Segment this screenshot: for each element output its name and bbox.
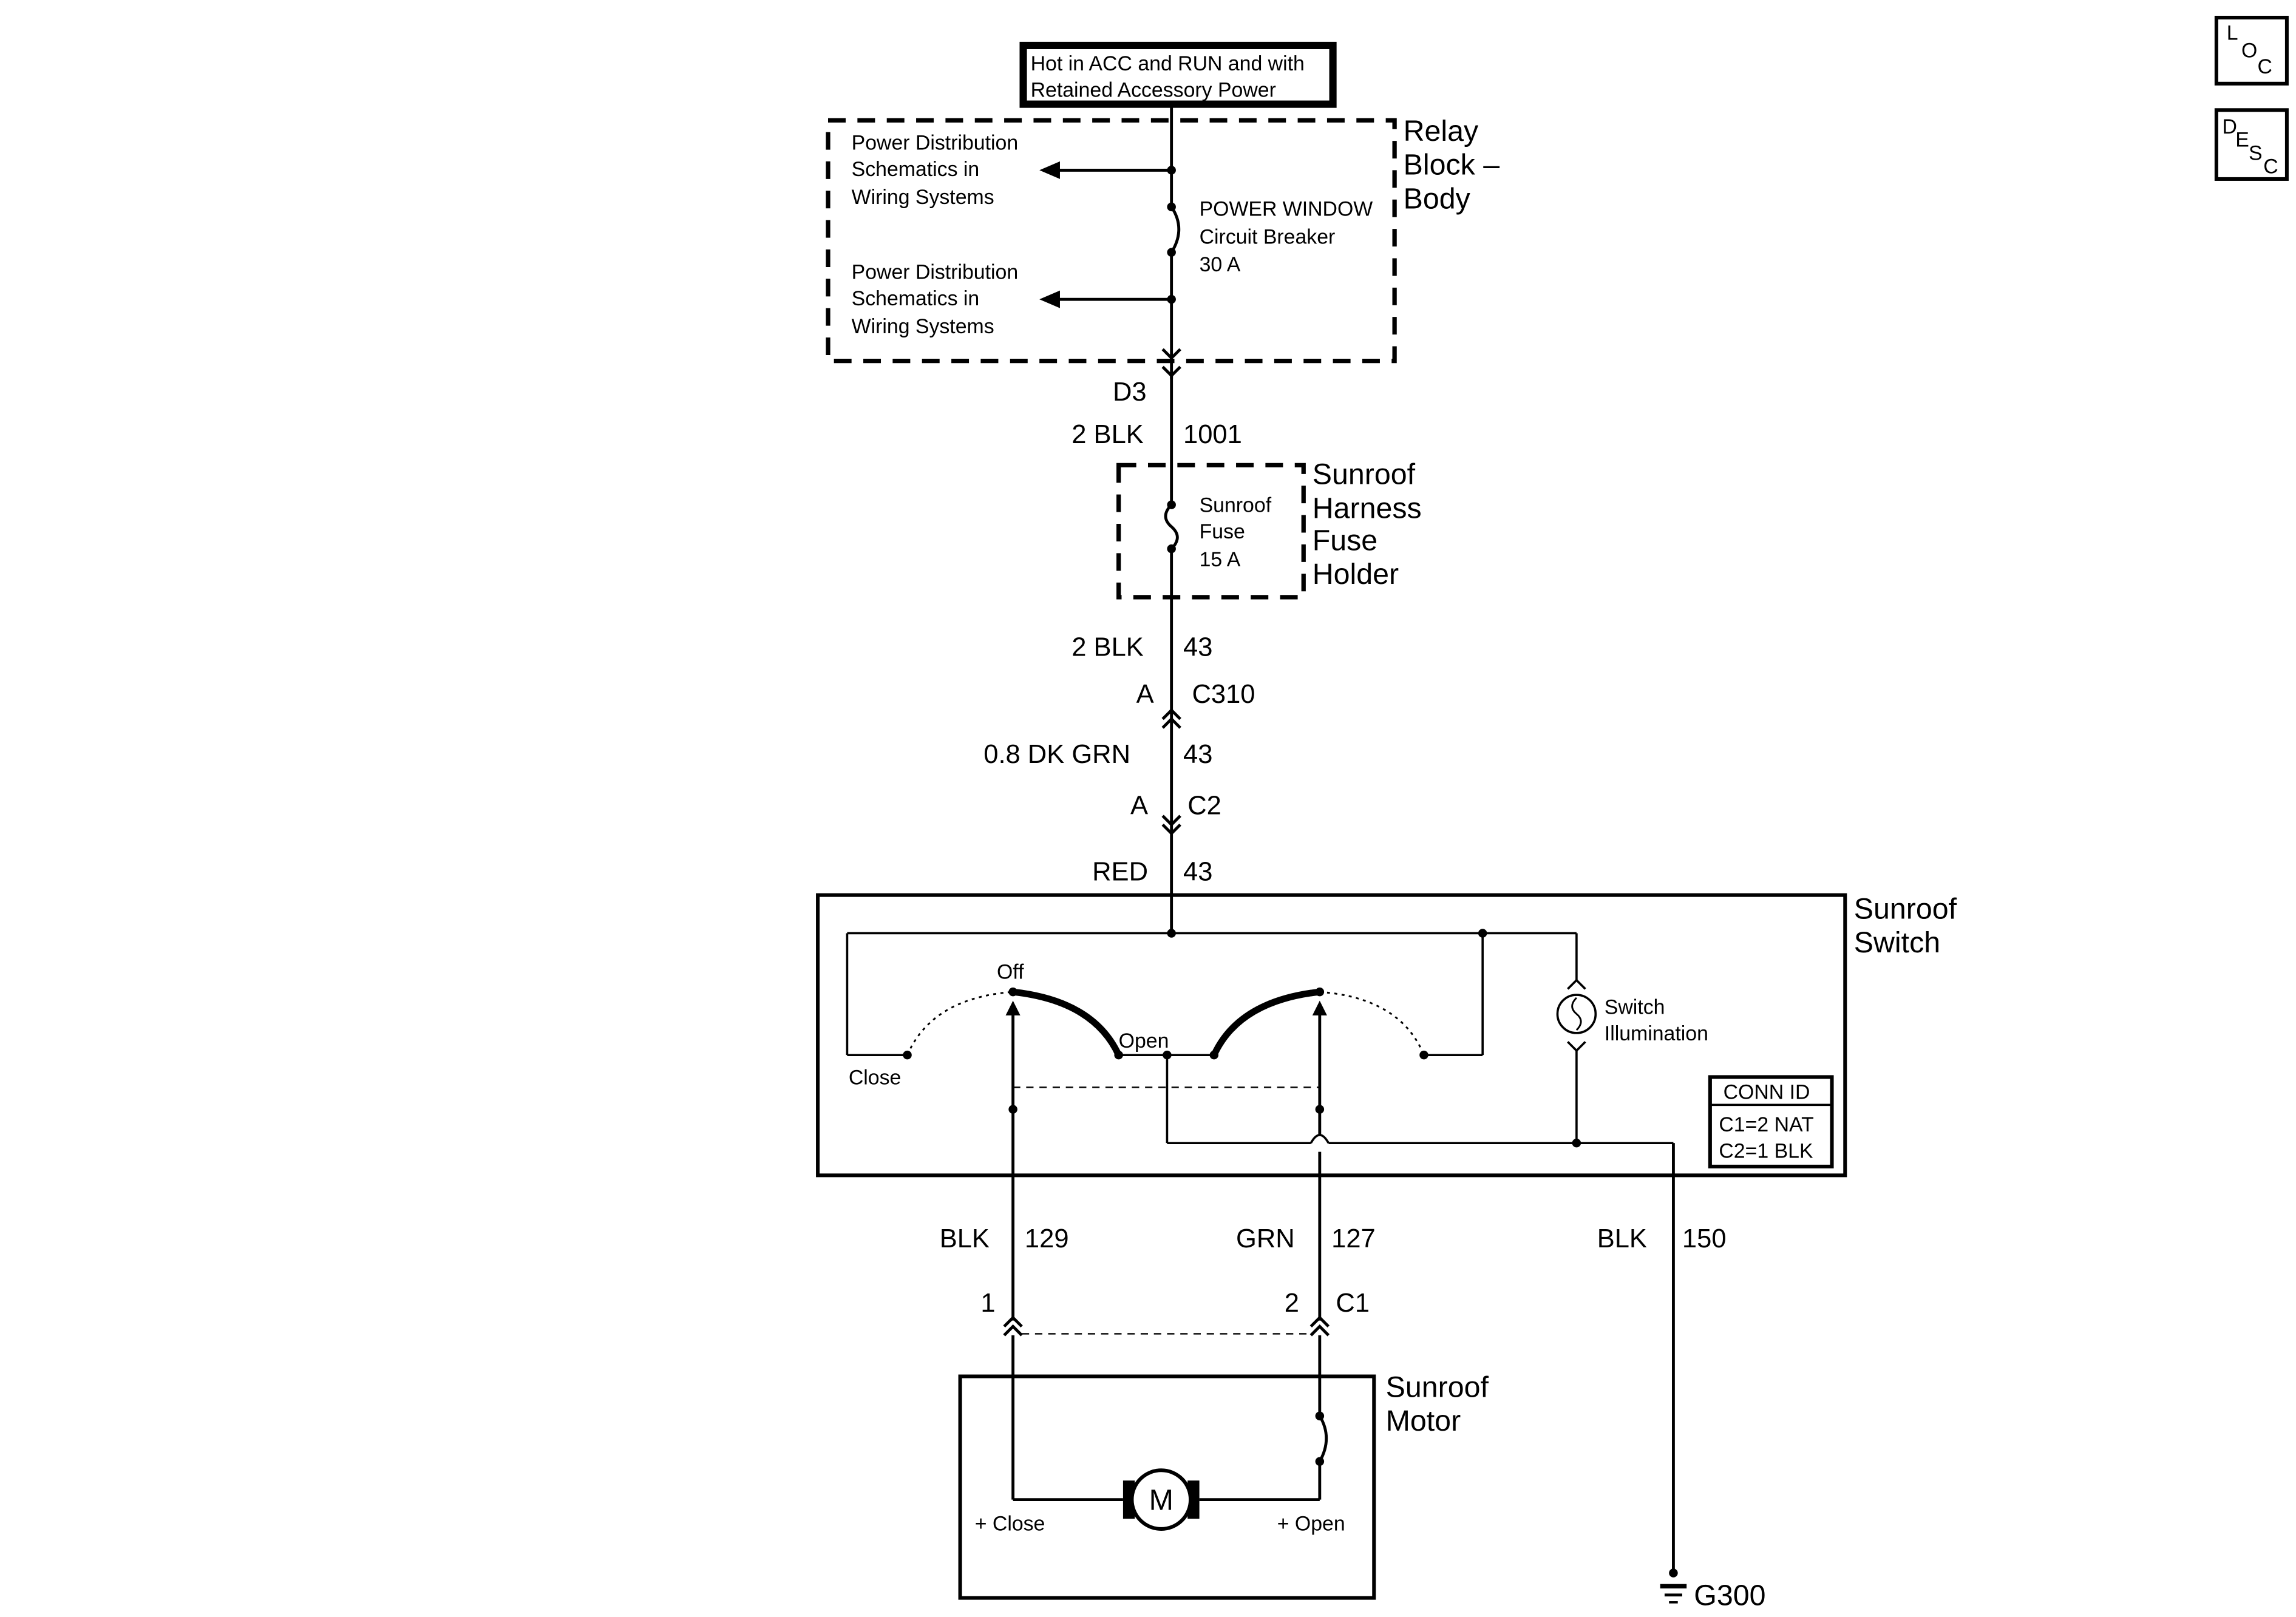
switch-open-label: Open bbox=[1119, 1029, 1169, 1053]
wire-43c-circuit: 43 bbox=[1183, 857, 1212, 886]
power-source-box bbox=[1019, 41, 1337, 108]
wire-43a-circuit: 43 bbox=[1183, 633, 1212, 662]
desc-letter-e: E bbox=[2235, 129, 2249, 152]
arrow-left-icon bbox=[1039, 290, 1060, 308]
power-source-line2: Retained Accessory Power bbox=[1031, 79, 1276, 102]
motor-symbol: M bbox=[1149, 1484, 1173, 1517]
desc-letter-s: S bbox=[2249, 141, 2263, 164]
c1-pin-1: 1 bbox=[980, 1289, 995, 1318]
power-source-line1: Hot in ACC and RUN and with bbox=[1031, 52, 1305, 75]
branch-2-line2: Schematics in bbox=[852, 287, 980, 310]
terminal-d3: D3 bbox=[1113, 378, 1147, 407]
conn-id-c1: C1=2 NAT bbox=[1719, 1113, 1813, 1136]
relay-block-outline bbox=[826, 118, 1397, 364]
desc-letter-c: C bbox=[2263, 155, 2278, 178]
fuse-holder-name-2: Harness bbox=[1313, 492, 1422, 524]
relay-block-name-3: Body bbox=[1404, 182, 1471, 215]
lamp-icon bbox=[1556, 994, 1597, 1034]
wire-43b-circuit: 43 bbox=[1183, 740, 1212, 769]
thermal-switch-symbol bbox=[1318, 1415, 1328, 1462]
connector-chevron-icon bbox=[1161, 708, 1181, 720]
connector-chevron-icon bbox=[1161, 348, 1181, 361]
illumination-line1: Switch bbox=[1605, 995, 1665, 1019]
connector-chevron-icon bbox=[1309, 1315, 1330, 1328]
connector-chevron-icon bbox=[1003, 1315, 1023, 1328]
fuse-holder-name-3: Fuse bbox=[1313, 524, 1377, 557]
wire-1001-circuit: 1001 bbox=[1183, 420, 1242, 449]
circuit-breaker-symbol bbox=[1170, 206, 1181, 254]
sunroof-motor-outline bbox=[958, 1374, 1376, 1600]
conn-id-c2: C2=1 BLK bbox=[1719, 1139, 1813, 1162]
c310-pin: A bbox=[1136, 680, 1154, 709]
conn-id-box bbox=[1708, 1075, 1834, 1168]
switch-arm-left bbox=[1013, 988, 1122, 1057]
c310-connector: C310 bbox=[1192, 680, 1255, 709]
fuse-line3: 15 A bbox=[1200, 548, 1241, 571]
arrow-left-icon bbox=[1039, 161, 1060, 179]
ground-label: G300 bbox=[1694, 1579, 1765, 1612]
motor-name-2: Motor bbox=[1386, 1405, 1461, 1437]
c2-pin: A bbox=[1130, 792, 1148, 821]
branch-1-line2: Schematics in bbox=[852, 158, 980, 181]
switch-name-1: Sunroof bbox=[1854, 892, 1957, 925]
loc-letter-c: C bbox=[2258, 55, 2272, 78]
desc-icon[interactable] bbox=[2214, 108, 2289, 181]
relay-block-name-2: Block – bbox=[1404, 149, 1500, 181]
wire-127-color: GRN bbox=[1236, 1224, 1295, 1253]
wire-43b-color: 0.8 DK GRN bbox=[983, 740, 1130, 769]
fuse-line2: Fuse bbox=[1200, 520, 1245, 543]
c1-pin-2: 2 bbox=[1285, 1289, 1299, 1318]
wire-150-circuit: 150 bbox=[1682, 1224, 1727, 1253]
wire-1001-color: 2 BLK bbox=[1072, 420, 1144, 449]
fuse-holder-name-1: Sunroof bbox=[1313, 458, 1416, 491]
fuse-holder-name-4: Holder bbox=[1313, 558, 1399, 591]
switch-off-label: Off bbox=[997, 960, 1024, 983]
motor-open-terminal: + Open bbox=[1277, 1512, 1345, 1535]
branch-1-line1: Power Distribution bbox=[852, 132, 1019, 155]
ground-icon bbox=[1660, 1584, 1687, 1604]
wire-43c-color: RED bbox=[1092, 857, 1148, 886]
wire-127-circuit: 127 bbox=[1331, 1224, 1376, 1253]
breaker-line1: POWER WINDOW bbox=[1200, 197, 1373, 220]
arrow-up-icon bbox=[1005, 1000, 1021, 1015]
arrow-up-icon bbox=[1312, 1000, 1327, 1015]
wire-129-color: BLK bbox=[940, 1224, 990, 1253]
branch-2-line3: Wiring Systems bbox=[852, 315, 994, 338]
conn-id-title: CONN ID bbox=[1724, 1081, 1810, 1104]
relay-block-name-1: Relay bbox=[1404, 115, 1479, 147]
wire-129-circuit: 129 bbox=[1025, 1224, 1069, 1253]
switch-name-2: Switch bbox=[1854, 926, 1940, 959]
motor-name-1: Sunroof bbox=[1386, 1371, 1489, 1403]
fuse-holder-outline bbox=[1116, 463, 1306, 600]
wire-crossover bbox=[1309, 1134, 1330, 1144]
wire-150-color: BLK bbox=[1597, 1224, 1647, 1253]
switch-arc-left-dotted bbox=[906, 991, 1013, 1056]
breaker-line2: Circuit Breaker bbox=[1200, 225, 1336, 248]
branch-2-line1: Power Distribution bbox=[852, 260, 1019, 283]
loc-letter-o: O bbox=[2241, 39, 2257, 62]
motor-icon bbox=[1130, 1468, 1193, 1531]
switch-arc-right-dotted bbox=[1319, 991, 1425, 1056]
breaker-line3: 30 A bbox=[1200, 253, 1241, 276]
switch-close-label: Close bbox=[849, 1066, 902, 1089]
loc-icon[interactable] bbox=[2214, 15, 2289, 86]
connector-chevron-icon bbox=[1161, 815, 1181, 827]
motor-close-terminal: + Close bbox=[975, 1512, 1045, 1535]
fuse-line1: Sunroof bbox=[1200, 494, 1272, 517]
wire-43a-color: 2 BLK bbox=[1072, 633, 1144, 662]
switch-arm-right bbox=[1211, 988, 1320, 1057]
c1-connector: C1 bbox=[1336, 1289, 1370, 1318]
desc-button[interactable]: D E S C bbox=[2214, 108, 2289, 181]
c2-connector: C2 bbox=[1187, 792, 1221, 821]
loc-button[interactable]: L O C bbox=[2214, 15, 2289, 86]
branch-1-line3: Wiring Systems bbox=[852, 186, 994, 209]
illumination-line2: Illumination bbox=[1605, 1022, 1708, 1045]
desc-letter-d: D bbox=[2223, 115, 2237, 138]
fuse-symbol bbox=[1164, 503, 1179, 550]
sunroof-switch-outline bbox=[816, 893, 1847, 1178]
loc-letter-l: L bbox=[2227, 21, 2238, 44]
